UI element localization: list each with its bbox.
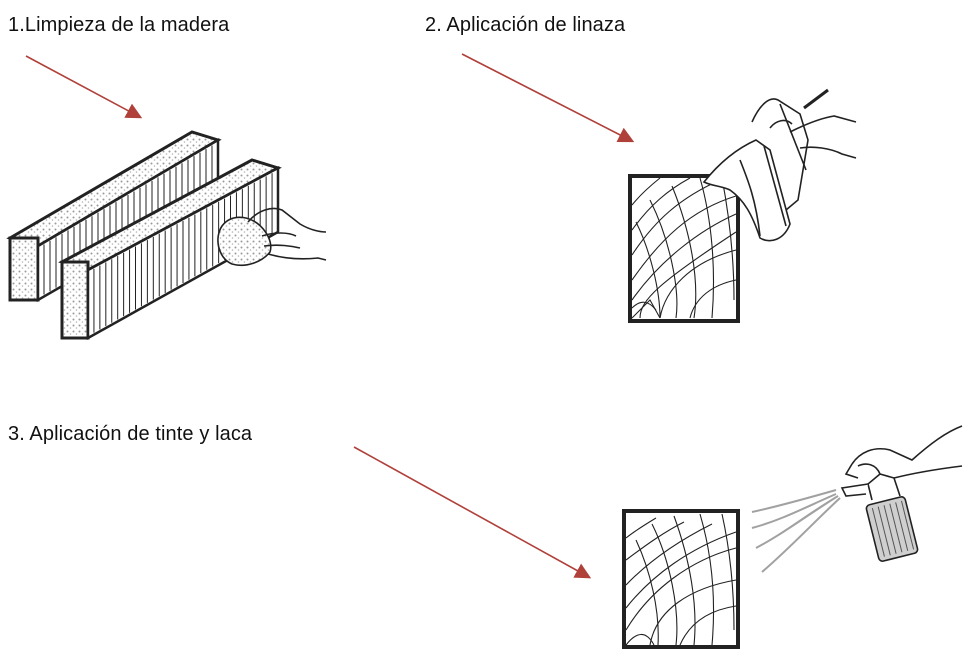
spray-mist — [751, 489, 841, 573]
wood-boards-illustration — [6, 130, 282, 341]
spray-bottle-hand-icon — [840, 425, 963, 562]
arrow-step-2 — [461, 53, 635, 143]
step-2-label: 2. Aplicación de linaza — [425, 14, 626, 36]
step-1-label: 1.Limpieza de la madera — [8, 14, 230, 36]
arrow-step-3 — [353, 446, 592, 579]
wood-grain-panel-3 — [622, 509, 740, 649]
brush-hand-icon — [702, 88, 857, 242]
step-3-label: 3. Aplicación de tinte y laca — [8, 423, 253, 445]
cleaning-cloth-hand-icon — [217, 207, 327, 267]
arrow-step-1 — [25, 55, 143, 119]
wood-grain-panel-icon — [628, 174, 740, 323]
